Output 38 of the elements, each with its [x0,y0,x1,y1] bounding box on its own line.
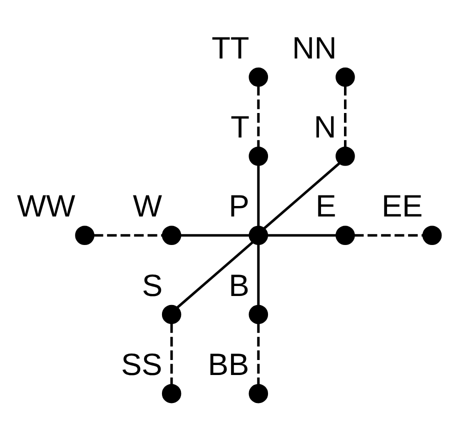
node-label: E [316,188,336,224]
node-circle [248,146,268,166]
connector [263,162,340,230]
node-circle [248,226,268,246]
connector [257,86,260,148]
connector [257,244,260,306]
connector [267,234,336,237]
node-circle [248,304,268,324]
connector [344,86,346,148]
node-label: B [228,268,250,303]
node-label: T [230,110,250,145]
node-circle [336,226,355,246]
node-label: WW [17,188,76,224]
node-circle [336,67,355,87]
node-label: P [228,188,250,224]
node-label: SS [121,346,162,382]
connector [180,234,250,237]
node-label: W [132,188,162,224]
connector [257,165,260,226]
connector [170,323,173,385]
connector [94,234,162,237]
node-label: N [314,110,336,145]
node-label: EE [382,188,423,224]
node-circle [422,226,442,246]
node-circle [75,226,94,246]
node-circle [162,384,182,404]
connector [354,234,423,237]
connector [176,241,254,308]
node-circle [248,384,268,404]
node-circle [162,304,182,324]
node-label: BB [208,346,250,382]
node-circle [162,226,182,246]
node-label: NN [292,30,337,66]
node-circle [336,146,355,166]
node-label: S [142,268,163,303]
node-circle [248,67,268,87]
node-label: TT [212,30,250,66]
connector [257,323,260,385]
